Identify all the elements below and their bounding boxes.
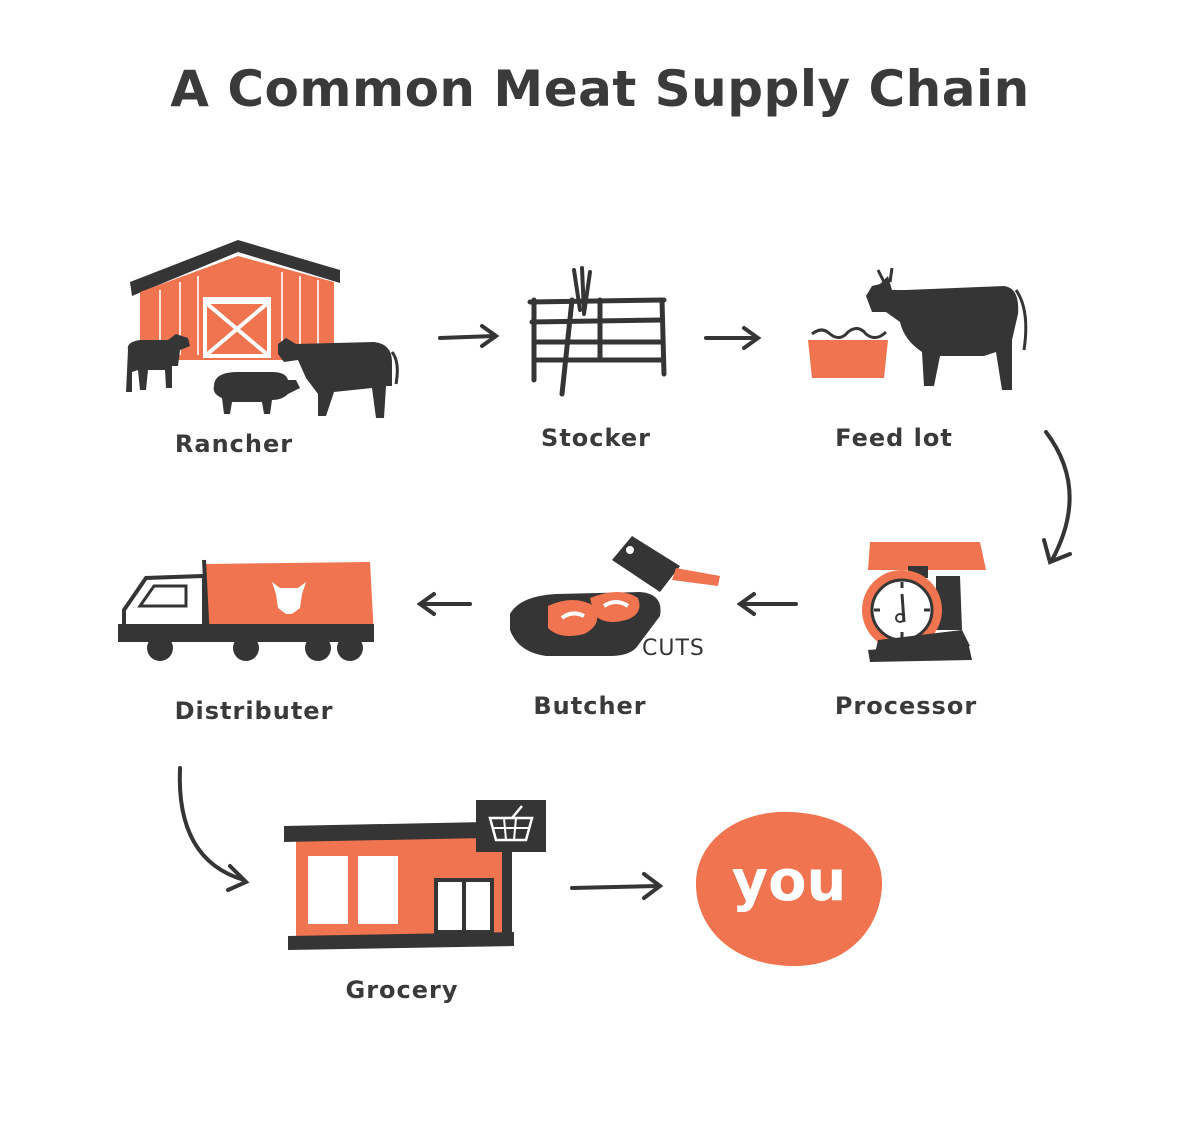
arrow-rancher-to-stocker xyxy=(438,324,500,348)
grocery-store-icon xyxy=(284,800,546,950)
cow-feeding-icon xyxy=(808,267,1028,390)
consumer-circle-icon xyxy=(696,811,883,967)
cleaver-and-cutting-board-icon xyxy=(510,536,720,656)
label-butcher: Butcher xyxy=(533,692,647,720)
label-feedlot: Feed lot xyxy=(835,424,953,452)
arrow-stocker-to-feedlot xyxy=(704,326,762,350)
label-distributer: Distributer xyxy=(174,697,334,725)
label-stocker: Stocker xyxy=(541,424,651,452)
label-grocery: Grocery xyxy=(345,976,459,1004)
arrow-distributer-to-grocery xyxy=(177,766,250,892)
fence-gate-icon xyxy=(527,266,667,397)
label-processor: Processor xyxy=(834,692,978,720)
arrow-processor-to-butcher xyxy=(736,592,798,616)
cuts-annotation: CUTS xyxy=(642,636,705,661)
delivery-truck-icon xyxy=(118,559,374,661)
weighing-scale-icon xyxy=(862,542,986,662)
arrow-feedlot-to-processor xyxy=(1042,430,1072,565)
page-title: A Common Meat Supply Chain xyxy=(170,60,1030,118)
you-label: you xyxy=(731,849,847,914)
barn-with-livestock-icon xyxy=(126,240,399,418)
arrow-grocery-to-you xyxy=(570,872,664,900)
arrow-butcher-to-distributer xyxy=(416,592,472,616)
label-rancher: Rancher xyxy=(174,430,294,458)
